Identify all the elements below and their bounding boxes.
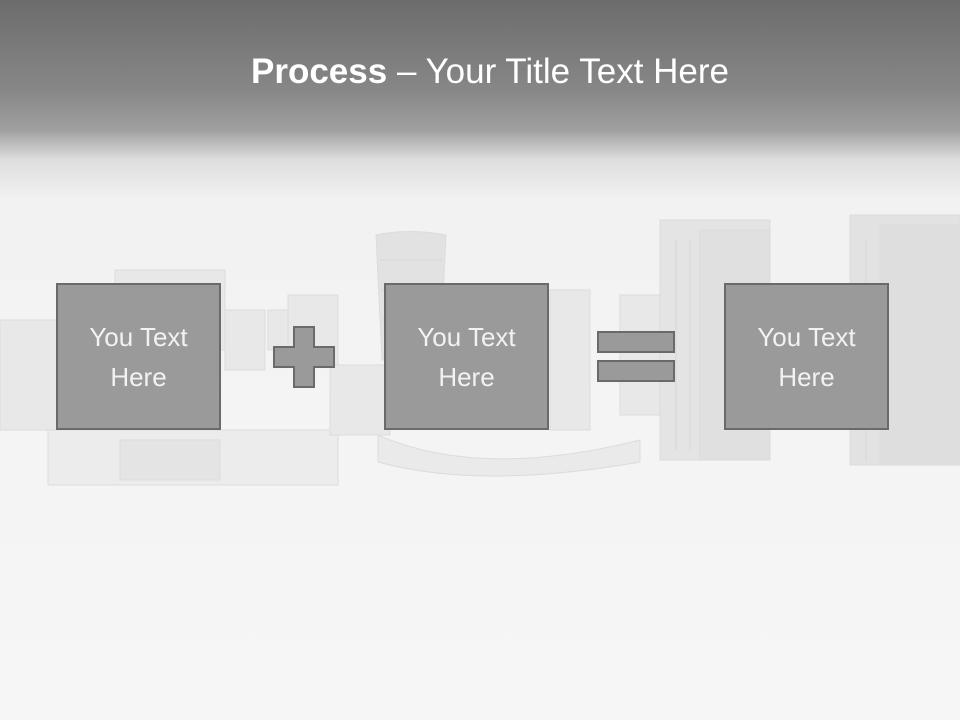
process-box-2[interactable]: You Text Here [384,283,549,430]
plus-icon [273,326,335,388]
process-box-2-text: You Text Here [417,321,516,392]
process-box-3-text: You Text Here [757,321,856,392]
process-box-1-text: You Text Here [89,321,188,392]
equals-icon [597,331,675,382]
process-box-3[interactable]: You Text Here [724,283,889,430]
process-box-1[interactable]: You Text Here [56,283,221,430]
title-bold: Process [251,52,388,91]
title-rest: – Your Title Text Here [387,52,729,91]
slide-title[interactable]: Process – Your Title Text Here [0,52,960,92]
